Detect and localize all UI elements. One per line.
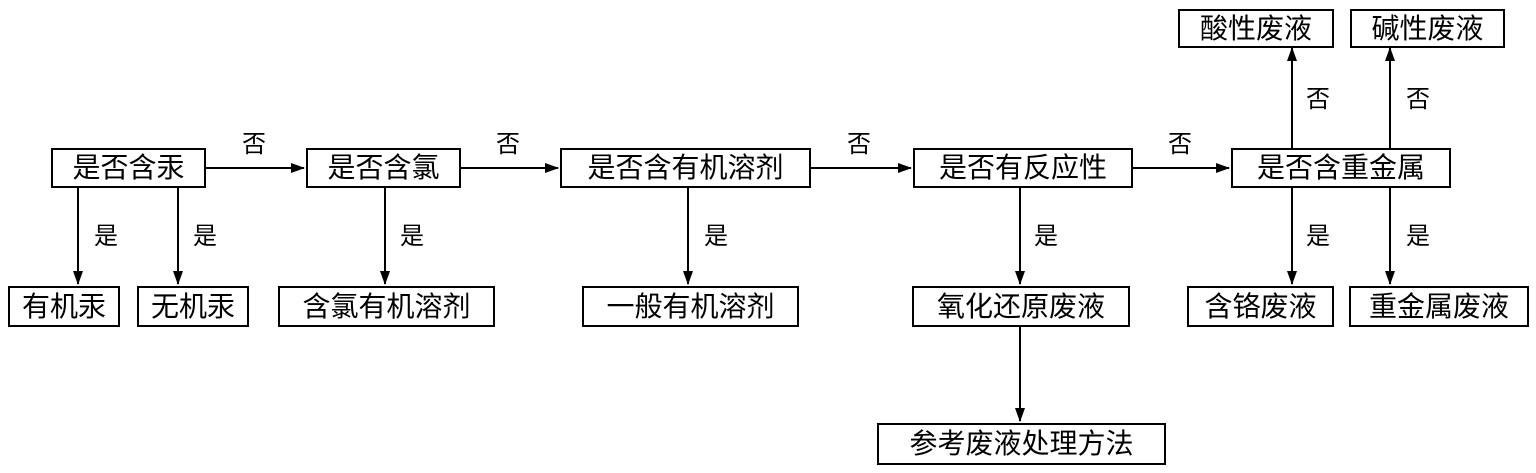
node-alkaline-waste: 碱性废液: [1350, 9, 1505, 48]
edge-label-yes: 是: [1034, 222, 1058, 250]
edge-label-no: 否: [1168, 130, 1192, 158]
edge-label-yes: 是: [1306, 222, 1330, 250]
node-q-organic-solvent: 是否含有机溶剂: [560, 148, 811, 188]
edge-label-no: 否: [496, 130, 520, 158]
node-acidic-waste: 酸性废液: [1178, 9, 1334, 48]
node-q-mercury: 是否含汞: [51, 148, 206, 188]
edge-label-yes: 是: [94, 222, 118, 250]
edge-label-no: 否: [1306, 85, 1330, 113]
node-redox-waste: 氧化还原废液: [912, 286, 1130, 327]
node-inorganic-mercury: 无机汞: [137, 286, 249, 327]
node-q-heavy-metal: 是否含重金属: [1231, 148, 1451, 188]
node-chlorinated-solvent: 含氯有机溶剂: [278, 286, 495, 327]
node-q-chlorine: 是否含氯: [306, 148, 461, 188]
edge-label-yes: 是: [400, 222, 424, 250]
node-general-solvent: 一般有机溶剂: [582, 286, 799, 327]
edge-label-yes: 是: [193, 222, 217, 250]
node-q-reactive: 是否有反应性: [913, 148, 1133, 188]
node-organic-mercury: 有机汞: [8, 286, 120, 327]
node-heavy-metal-waste: 重金属废液: [1349, 286, 1529, 327]
edge-label-yes: 是: [1406, 222, 1430, 250]
edge-label-no: 否: [1406, 85, 1430, 113]
node-reference-methods: 参考废液处理方法: [877, 423, 1166, 465]
node-chromium-waste: 含铬废液: [1187, 286, 1334, 327]
edge-label-yes: 是: [704, 222, 728, 250]
edge-label-no: 否: [242, 130, 266, 158]
edge-label-no: 否: [847, 130, 871, 158]
